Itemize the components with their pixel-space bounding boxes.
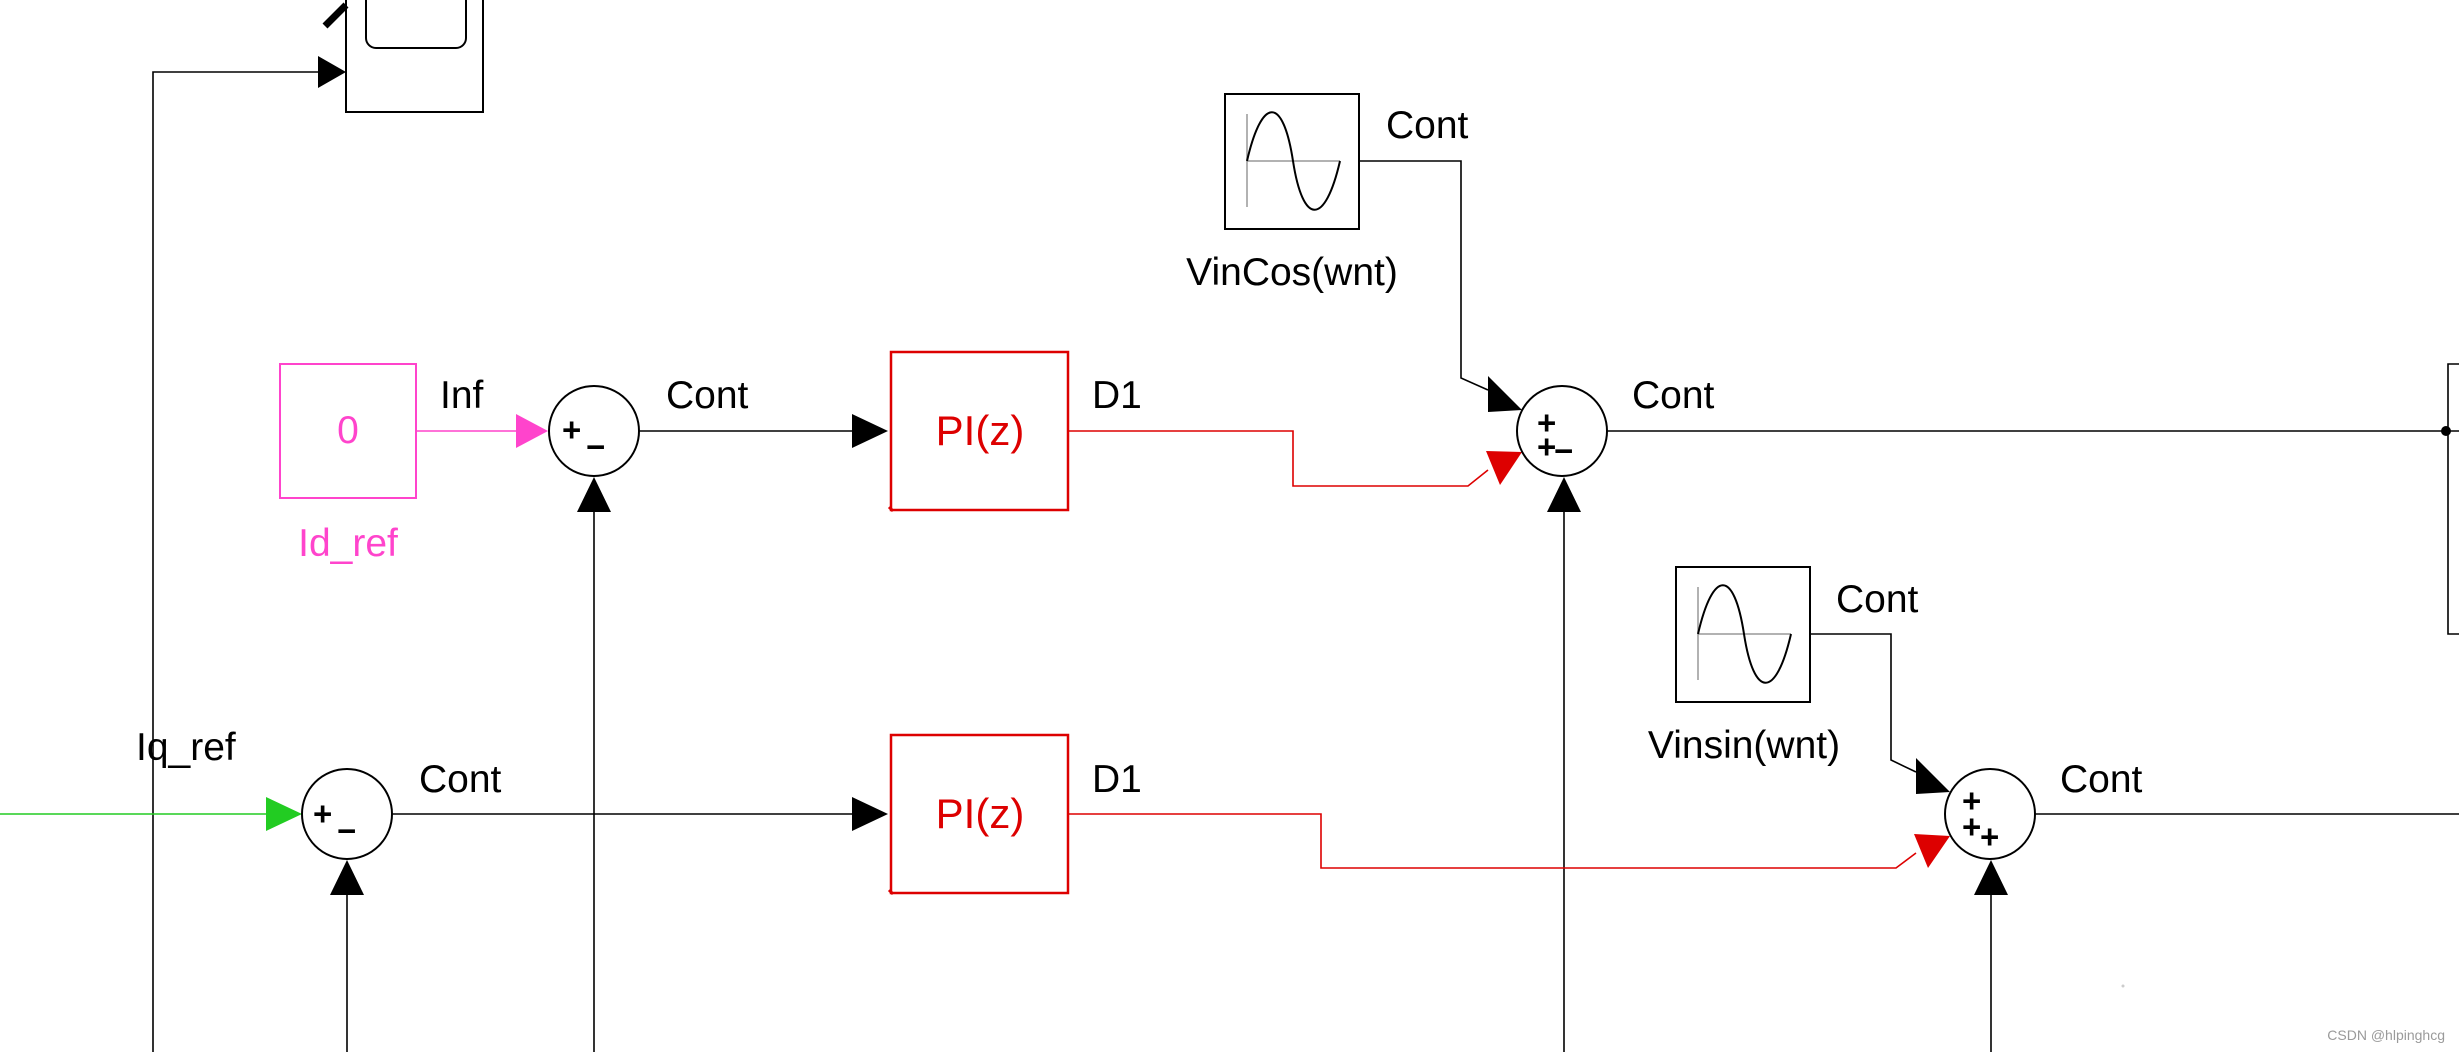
- sum-block-2[interactable]: + −: [301, 768, 393, 860]
- scope-block[interactable]: [322, 0, 484, 113]
- branch-point: [2441, 426, 2451, 436]
- wire-vinsin-to-sum4[interactable]: [1810, 633, 1917, 773]
- sum1-sign-plus: +: [562, 411, 581, 448]
- canvas-dot: [2121, 984, 2125, 988]
- constant-block-id-ref[interactable]: 0: [279, 363, 417, 499]
- sine-wave-icon: [1697, 584, 1792, 684]
- sum4-input-arrow-top: [1916, 758, 1950, 794]
- rate-label-pi1: D1: [1092, 374, 1142, 417]
- wire-to-scope[interactable]: [152, 71, 318, 1052]
- sum4-sign-plus-2: +: [1962, 808, 1981, 845]
- sum2-sign-minus: −: [337, 812, 356, 849]
- wire-pi1-to-sum3[interactable]: [1068, 430, 1489, 487]
- sum4-input-arrow-red: [1914, 834, 1950, 868]
- scope-input-arrow: [318, 56, 346, 88]
- constant-value: 0: [337, 409, 359, 452]
- rate-label-vinsin: Cont: [1836, 578, 1919, 621]
- pi-block-2[interactable]: PI(z): [887, 733, 1070, 896]
- vincos-name-label: VinCos(wnt): [1186, 251, 1398, 294]
- sine-block-vinsin[interactable]: [1675, 566, 1811, 703]
- sum4-sign-plus-1: +: [1962, 782, 1981, 819]
- sum-block-3[interactable]: + + −: [1516, 385, 1608, 477]
- rate-label-sum3: Cont: [1632, 374, 1715, 417]
- sine-block-vincos[interactable]: [1224, 93, 1360, 230]
- pi2-corner-mark: [887, 888, 895, 896]
- pi1-corner-mark: [887, 505, 895, 513]
- rate-label-inf: Inf: [440, 374, 484, 417]
- sum-block-1[interactable]: + −: [548, 385, 640, 477]
- sum2-feedback-arrow: [330, 860, 364, 895]
- sum2-sign-plus: +: [313, 795, 332, 832]
- sum3-input-arrow-top: [1488, 376, 1522, 412]
- watermark-text: CSDN @hlpinghcg: [2327, 1027, 2445, 1043]
- iq-ref-label: Iq_ref: [136, 726, 236, 769]
- pi2-input-arrow: [852, 797, 888, 831]
- sum3-sign-plus-2: +: [1537, 428, 1556, 465]
- sum3-sign-plus: +: [1537, 404, 1556, 441]
- sum4-sign-plus-3: +: [1980, 818, 1999, 855]
- sum3-sign-minus: −: [1554, 432, 1573, 469]
- rate-label-pi2: D1: [1092, 758, 1142, 801]
- pi2-label: PI(z): [936, 790, 1025, 837]
- sum4-feedback-arrow: [1974, 860, 2008, 895]
- vinsin-name-label: Vinsin(wnt): [1648, 724, 1840, 767]
- sine-wave-icon: [1246, 111, 1341, 211]
- rate-label-vincos: Cont: [1386, 104, 1469, 147]
- scope-icon: [365, 0, 467, 49]
- wire-vincos-to-sum3[interactable]: [1359, 160, 1489, 391]
- rate-label-sum4: Cont: [2060, 758, 2143, 801]
- sum1-sign-minus: −: [586, 428, 605, 465]
- pi1-label: PI(z): [936, 407, 1025, 454]
- sum3-input-arrow-red: [1486, 451, 1522, 485]
- sum2-input-arrow-green: [266, 797, 302, 831]
- constant-name-label: Id_ref: [298, 522, 398, 565]
- scope-port-mark: [322, 2, 349, 29]
- pi1-input-arrow: [852, 414, 888, 448]
- wire-pi2-to-sum4[interactable]: [1068, 813, 1917, 869]
- right-block-edge: [2447, 363, 2459, 635]
- rate-label-sum1: Cont: [666, 374, 749, 417]
- pi-block-1[interactable]: PI(z): [887, 350, 1070, 513]
- sum-block-4[interactable]: + + +: [1944, 768, 2036, 860]
- sum3-feedback-arrow: [1547, 477, 1581, 512]
- sum1-input-arrow-magenta: [516, 414, 548, 448]
- rate-label-sum2: Cont: [419, 758, 502, 801]
- sum1-feedback-arrow: [577, 477, 611, 512]
